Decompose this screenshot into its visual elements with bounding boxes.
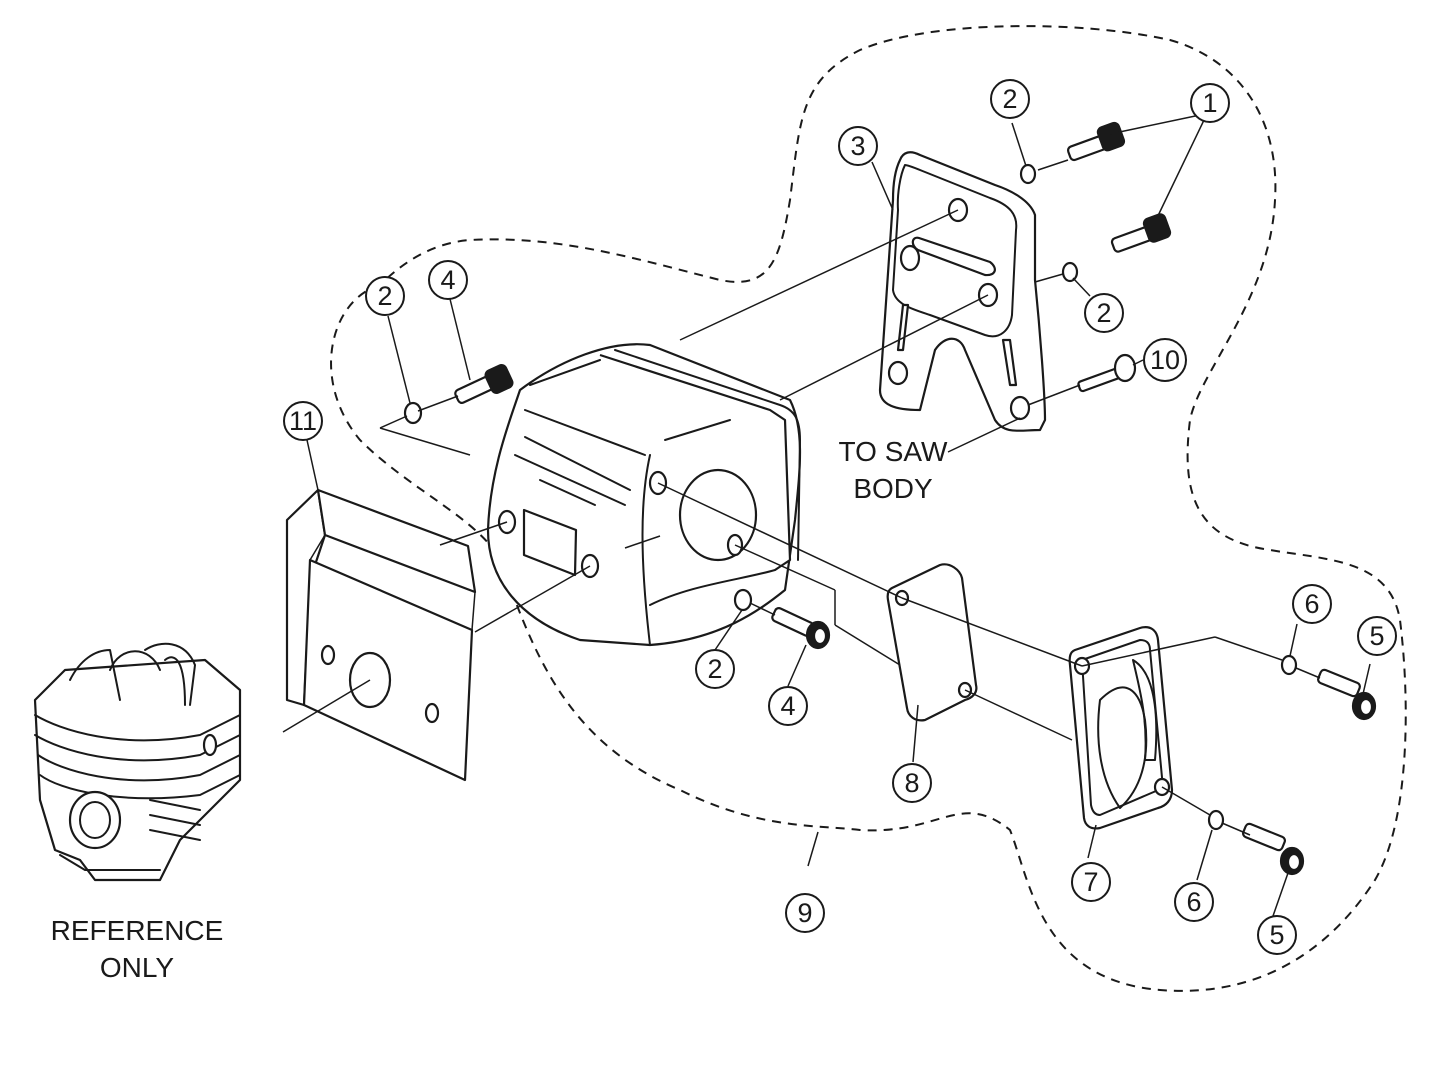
cover-screw-lower bbox=[1242, 822, 1305, 876]
leader-lines bbox=[306, 114, 1371, 917]
callout-2-right: 2 bbox=[1084, 293, 1124, 333]
muffler-body bbox=[486, 343, 802, 647]
muffler-screw-upper bbox=[454, 364, 514, 405]
callout-5-upper: 5 bbox=[1357, 616, 1397, 656]
svg-text:8: 8 bbox=[904, 768, 919, 798]
reference-only-note-line2: ONLY bbox=[100, 952, 174, 983]
svg-text:5: 5 bbox=[1369, 621, 1384, 651]
cover-screw-upper bbox=[1317, 668, 1377, 721]
svg-text:2: 2 bbox=[377, 281, 392, 311]
svg-text:5: 5 bbox=[1269, 920, 1284, 950]
svg-text:9: 9 bbox=[797, 898, 812, 928]
callout-2-front: 2 bbox=[695, 649, 735, 689]
svg-text:7: 7 bbox=[1083, 867, 1098, 897]
svg-text:2: 2 bbox=[707, 654, 722, 684]
callout-11: 11 bbox=[283, 401, 323, 441]
callout-4-front: 4 bbox=[768, 686, 808, 726]
svg-text:11: 11 bbox=[289, 406, 317, 436]
callout-6-upper: 6 bbox=[1292, 584, 1332, 624]
muffler-screw-lower bbox=[771, 606, 831, 650]
bracket-screw-lower bbox=[1110, 213, 1172, 253]
cover-gasket bbox=[886, 563, 978, 722]
callout-2-left: 2 bbox=[365, 276, 405, 316]
svg-text:4: 4 bbox=[440, 265, 455, 295]
washer-left bbox=[403, 401, 423, 425]
reference-only-note-line1: REFERENCE bbox=[51, 915, 224, 946]
svg-text:6: 6 bbox=[1304, 589, 1319, 619]
svg-text:1: 1 bbox=[1202, 88, 1217, 118]
callout-7: 7 bbox=[1071, 862, 1111, 902]
callout-5-lower: 5 bbox=[1257, 915, 1297, 955]
callout-4-top: 4 bbox=[428, 260, 468, 300]
heat-shield bbox=[285, 488, 477, 782]
svg-text:2: 2 bbox=[1002, 84, 1017, 114]
bracket-screw-upper bbox=[1066, 121, 1126, 162]
svg-text:2: 2 bbox=[1096, 298, 1111, 328]
svg-text:3: 3 bbox=[850, 131, 865, 161]
svg-text:6: 6 bbox=[1186, 887, 1201, 917]
callout-3: 3 bbox=[838, 126, 878, 166]
bracket-bolt bbox=[1077, 353, 1137, 393]
assembly-lines bbox=[282, 159, 1321, 836]
to-saw-body-note-line2: BODY bbox=[853, 473, 933, 504]
washer-right bbox=[1061, 261, 1079, 283]
assembly-boundary-dashed bbox=[330, 25, 1407, 992]
muffler-bracket bbox=[878, 151, 1047, 432]
cover-washer-upper bbox=[1280, 654, 1298, 676]
to-saw-body-note-line1: TO SAW bbox=[839, 436, 948, 467]
callout-2-top: 2 bbox=[990, 79, 1030, 119]
callout-10: 10 bbox=[1143, 338, 1187, 382]
cover-washer-lower bbox=[1207, 809, 1225, 831]
svg-text:4: 4 bbox=[780, 691, 795, 721]
cylinder-reference-drawing bbox=[33, 642, 242, 882]
washer-front bbox=[733, 588, 753, 612]
callout-8: 8 bbox=[892, 763, 932, 803]
svg-text:10: 10 bbox=[1150, 345, 1180, 375]
callout-1: 1 bbox=[1190, 83, 1230, 123]
callout-6-lower: 6 bbox=[1174, 882, 1214, 922]
callout-9: 9 bbox=[785, 893, 825, 933]
washer-top bbox=[1019, 163, 1037, 185]
